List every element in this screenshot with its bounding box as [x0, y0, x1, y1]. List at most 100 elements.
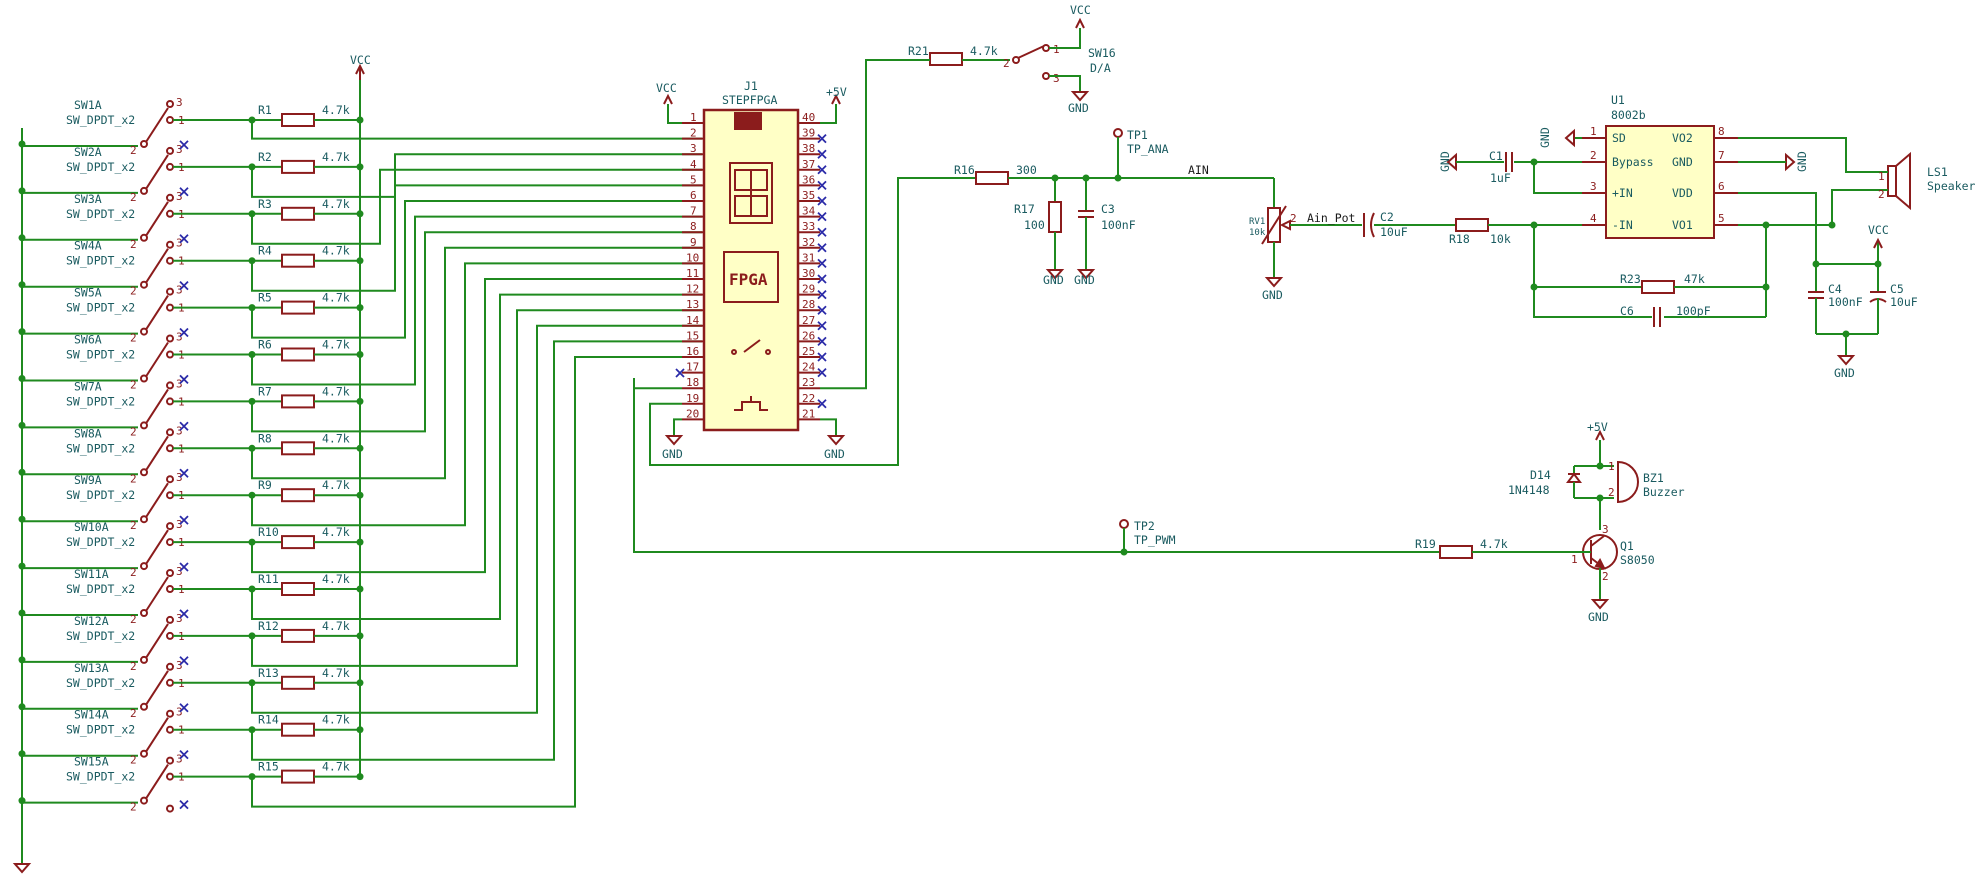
resistor-value: 4.7k [322, 713, 350, 727]
fpga-route [251, 246, 702, 480]
junction-dot [356, 679, 364, 687]
svg-text:VCC: VCC [1868, 223, 1889, 237]
svg-text:300: 300 [1016, 163, 1037, 177]
svg-text:RV1: RV1 [1249, 217, 1265, 227]
fpga-left-pin-number: 5 [690, 173, 697, 186]
pullup-resistor-body [281, 347, 315, 362]
switch-value: SW_DPDT_x2 [66, 535, 135, 549]
fpga-module: J1STEPFPGAFPGA12345678910111213141516171… [633, 79, 867, 461]
fpga-route [251, 168, 702, 245]
u1-pin-number: 1 [1590, 125, 1597, 138]
no-connect-mark [179, 749, 189, 760]
u1-pin-name: VDD [1672, 186, 1693, 200]
svg-text:GND: GND [1068, 101, 1089, 115]
switch-pin1 [166, 585, 174, 593]
resistor-value: 4.7k [322, 197, 350, 211]
u1-pin-number: 6 [1718, 180, 1725, 193]
fpga-route [251, 293, 702, 620]
svg-text:2: 2 [1602, 570, 1609, 583]
junction-dot [356, 538, 364, 546]
no-connect-mark [179, 421, 189, 431]
seven-seg-frame [729, 162, 773, 224]
switch-ref: SW9A [74, 473, 102, 487]
resistor-ref: R3 [258, 197, 272, 211]
junction-dot [356, 444, 364, 452]
p5v-label: +5V [826, 85, 847, 99]
net-label-ain: AIN [1188, 163, 1209, 177]
switch-pin3-label: 3 [176, 190, 183, 203]
svg-text:2: 2 [1878, 188, 1885, 201]
fpga-right-pin-number: 33 [802, 220, 815, 233]
switch-ref: SW13A [74, 661, 109, 675]
switch-pin3 [166, 569, 174, 577]
switch-pin3-label: 3 [176, 518, 183, 531]
junction-dot [18, 421, 26, 429]
fpga-left-pin-number: 19 [686, 392, 699, 405]
u1-pin-number: 8 [1718, 125, 1725, 138]
switch-pin2 [140, 327, 148, 336]
resistor-ref: R9 [258, 478, 272, 492]
switch-lever [145, 576, 169, 612]
switch-pin1 [166, 303, 174, 312]
r18-body [1455, 218, 1489, 232]
no-connect-mark [179, 799, 189, 810]
resistor-value: 4.7k [322, 244, 350, 258]
sw-glyph [743, 339, 761, 353]
sw16-ref: SW16 [1088, 46, 1116, 60]
u1-pin-number: 4 [1590, 212, 1597, 225]
switch-ref: SW12A [74, 614, 109, 628]
fpga-chip-label: FPGA [729, 270, 768, 289]
junction-dot [18, 375, 26, 382]
svg-text:1: 1 [1571, 553, 1578, 566]
no-connect-mark [817, 196, 827, 206]
fpga-left-pin-number: 12 [686, 283, 699, 296]
switch-lever [145, 388, 169, 424]
resistor-value: 4.7k [322, 103, 350, 117]
switch-ref: SW6A [74, 333, 102, 347]
vcc-label-left: VCC [350, 53, 371, 67]
svg-text:S8050: S8050 [1620, 553, 1655, 567]
svg-text:4.7k: 4.7k [1480, 537, 1508, 551]
svg-text:10k: 10k [1249, 228, 1266, 238]
no-connect-mark [817, 149, 827, 159]
resistor-value: 4.7k [322, 150, 350, 164]
fpga-right-pin-number: 22 [802, 392, 815, 405]
switch-value: SW_DPDT_x2 [66, 770, 135, 784]
no-connect-mark [817, 367, 827, 378]
no-connect-mark [817, 289, 827, 300]
switch-value: SW_DPDT_x2 [66, 723, 135, 737]
switch-ref: SW15A [74, 755, 109, 769]
fpga-left-pin-number: 15 [686, 329, 699, 342]
switch-ref: SW7A [74, 379, 102, 393]
no-connect-mark [179, 234, 189, 244]
no-connect-mark [179, 703, 189, 713]
switch-value: SW_DPDT_x2 [66, 301, 135, 315]
resistor-ref: R15 [258, 760, 279, 774]
fpga-left-pin-number: 10 [686, 251, 699, 264]
switch-value: SW_DPDT_x2 [66, 629, 135, 643]
fpga-left-pin-number: 6 [690, 189, 697, 202]
junction-dot [356, 773, 364, 781]
switch-pin3 [166, 756, 174, 765]
switch-ref: SW3A [74, 192, 102, 206]
switch-pin2 [140, 702, 148, 711]
switch-pin2-label: 2 [130, 285, 137, 298]
switch-pin2-label: 2 [130, 660, 137, 673]
resistor-value: 4.7k [322, 478, 350, 492]
switch-pin3 [166, 428, 174, 437]
r23-body [1641, 280, 1675, 294]
switch-pin2-label: 2 [130, 519, 137, 532]
no-connect-mark [817, 180, 827, 191]
svg-text:2: 2 [1003, 57, 1010, 70]
switch-pin1 [166, 397, 174, 406]
junction-dot [18, 797, 26, 805]
u1-pin-number: 5 [1718, 212, 1725, 225]
svg-text:GND: GND [1074, 273, 1095, 287]
fpga-chip [723, 251, 779, 303]
switch-lever [145, 248, 169, 284]
fpga-route [251, 309, 702, 667]
switch-ref: SW4A [74, 239, 102, 253]
